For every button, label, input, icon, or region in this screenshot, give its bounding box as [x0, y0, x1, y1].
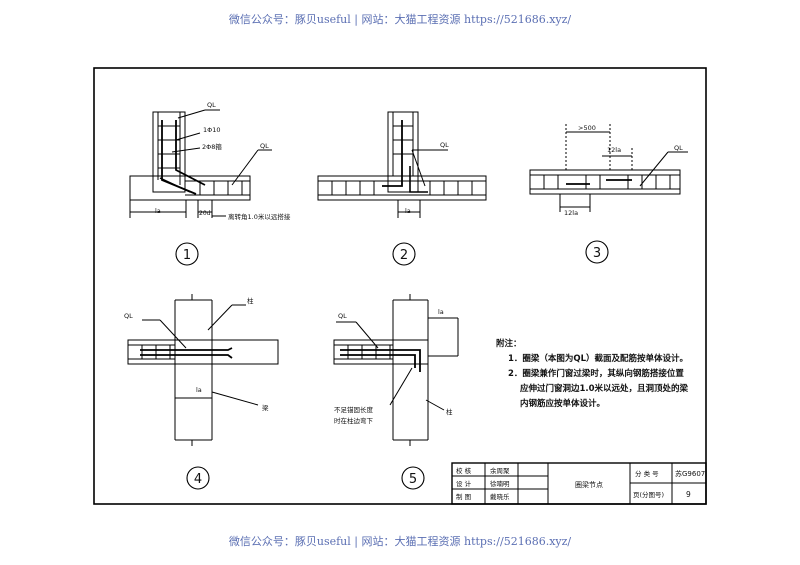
d5-short-note-2: 时在柱边弯下 [334, 416, 374, 425]
tb-role-2: 设 计 [456, 479, 472, 488]
d2-label-la: la [405, 207, 411, 215]
d3-label-ql: QL [674, 144, 683, 152]
d5-label-ql: QL [338, 312, 347, 320]
sheet-border [93, 67, 707, 505]
detail-2-number: 2 [400, 248, 408, 263]
tb-page-value: 9 [686, 490, 691, 499]
tb-role-3: 制 图 [456, 492, 471, 501]
tb-page-label: 页(分图号) [633, 490, 664, 499]
detail-2-number-circle [392, 242, 416, 266]
detail-4-number-circle [186, 466, 210, 490]
d1-label-bar10: 1Φ10 [203, 126, 221, 134]
detail-1 [129, 109, 272, 218]
d3-label-12la-bottom: 12la [564, 209, 578, 217]
tb-drawing-title: 圈梁节点 [575, 480, 603, 489]
detail-5 [333, 294, 459, 446]
tb-name-1: 余周聚 [490, 466, 510, 475]
detail-1-number: 1 [183, 248, 191, 263]
detail-2 [317, 111, 487, 218]
d1-label-ql: QL [207, 101, 216, 109]
d1-label-la: la [155, 207, 161, 215]
tb-name-2: 徐喃明 [490, 479, 510, 488]
note-line-2: 2．圈梁兼作门窗过梁时，其纵向钢筋搭接位置 [508, 369, 684, 379]
detail-4 [127, 294, 279, 446]
detail-5-number-circle [401, 466, 425, 490]
d5-label-la: la [438, 308, 444, 316]
detail-5-number: 5 [409, 472, 417, 487]
d4-label-beam: 梁 [262, 403, 269, 412]
tb-category-label: 分 类 号 [635, 469, 659, 478]
notes-title: 附注： [496, 339, 522, 349]
tb-name-3: 戴晓乐 [490, 492, 510, 501]
d5-short-note-1: 不足锚固长度 [334, 405, 374, 414]
d1-label-20d: 20d [199, 210, 211, 217]
detail-4-number: 4 [194, 472, 202, 487]
note-line-3: 应伸过门窗洞边1.0米以远处，且洞顶处的梁 [520, 384, 689, 394]
note-line-4: 内钢筋应按单体设计。 [520, 399, 606, 409]
watermark-bottom: 微信公众号：豚贝useful | 网站：大猫工程资源 https://52168… [228, 535, 572, 548]
detail-1-number-circle [175, 242, 199, 266]
d3-label-500: >500 [578, 124, 596, 132]
d1-corner-note: 离转角1.0米以远搭接 [228, 212, 291, 221]
d4-label-column: 柱 [247, 296, 254, 305]
note-line-1: 1．圈梁（本图为QL）截面及配筋按单体设计。 [508, 354, 689, 364]
d4-label-la: la [196, 386, 202, 394]
tb-role-1: 校 核 [456, 466, 472, 475]
detail-3 [529, 124, 688, 212]
title-block [451, 462, 707, 505]
detail-3-number-circle [585, 240, 609, 264]
d4-label-ql: QL [124, 312, 133, 320]
d5-label-column: 柱 [446, 407, 453, 416]
d1-label-bar8: 2Φ8箍 [202, 142, 222, 151]
detail-3-number: 3 [593, 246, 601, 261]
d1-label-ql-beam: QL [260, 142, 269, 150]
d2-label-ql: QL [440, 141, 449, 149]
d3-label-12la-top: 12la [607, 146, 621, 154]
watermark-top: 微信公众号：豚贝useful | 网站：大猫工程资源 https://52168… [228, 13, 572, 26]
tb-category-value: 苏G9607 [675, 469, 705, 478]
